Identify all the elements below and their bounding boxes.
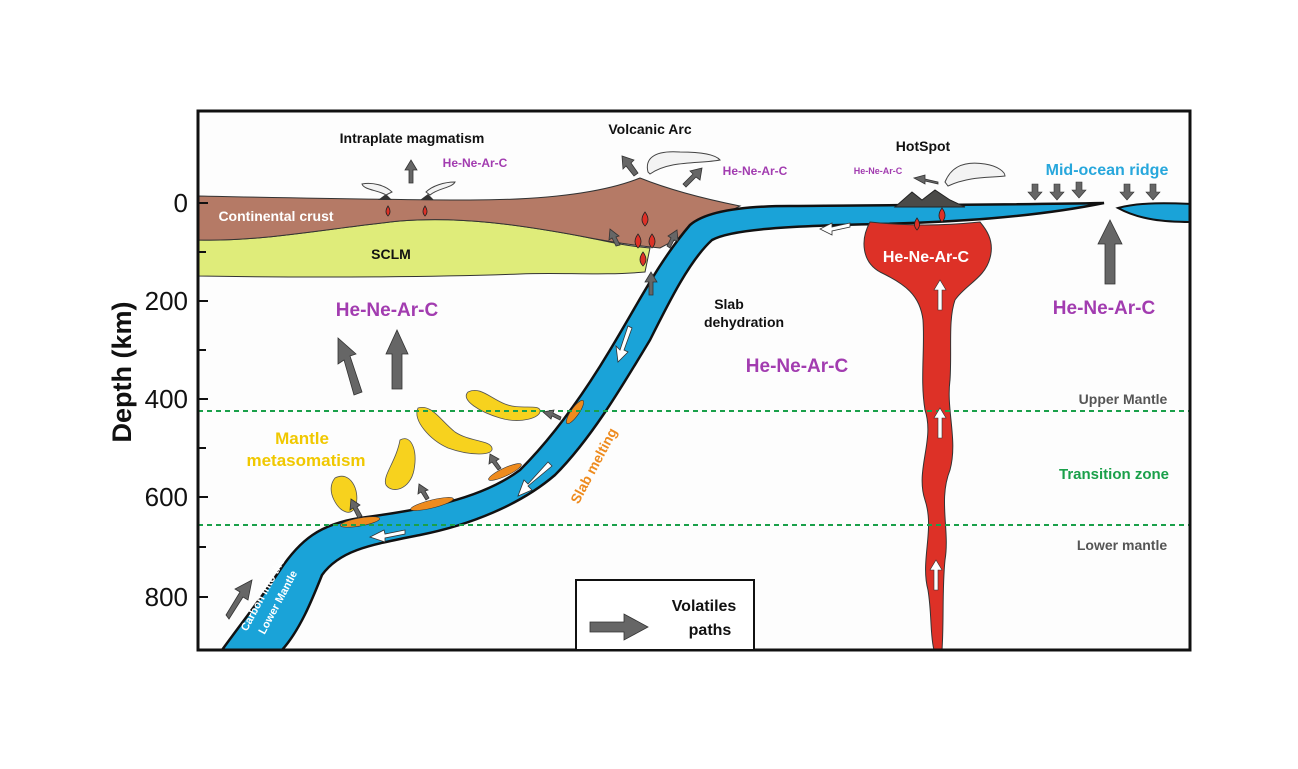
legend-box [575,579,755,651]
legend: Volatiles paths [575,579,755,651]
volatile-tag-hotspot: He-Ne-Ar-C [854,166,903,176]
hotspot-plume [863,221,992,650]
volcanic-gas-plumes [361,151,1006,196]
volatile-tag-plume-head: He-Ne-Ar-C [883,249,970,266]
legend-label-line2: paths [689,622,732,639]
depth-tick-800: 800 [145,582,188,612]
volatile-tag-intraplate: He-Ne-Ar-C [443,156,508,170]
melt-droplets [385,205,946,267]
ridge-right-plate [1115,202,1190,223]
intraplate-volcano [378,194,434,200]
mantle-metasomatism-label-2: metasomatism [246,451,365,470]
continental-crust [198,177,742,249]
hotspot-label: HotSpot [896,138,951,154]
volatile-path-arrows [225,155,1123,620]
plume-flow-arrows [929,279,947,591]
continental-crust-label: Continental crust [218,208,333,224]
transition-zone-label: Transition zone [1059,466,1169,483]
slab-dehydration-label-1: Slab [714,296,744,312]
volatile-tag-mantle-center: He-Ne-Ar-C [746,356,849,377]
legend-label-line1: Volatiles [672,598,737,615]
slab-dehydration-label-2: dehydration [704,314,784,330]
sclm-label: SCLM [371,246,411,262]
depth-tick-0: 0 [174,188,188,218]
hotspot-volcano [893,189,966,208]
upper-mantle-label: Upper Mantle [1079,391,1168,407]
slab-flow-arrows [368,222,851,543]
slab-melting-patches [339,400,584,528]
mantle-metasomatism-label-1: Mantle [275,429,329,448]
volatile-tag-ridge: He-Ne-Ar-C [1053,298,1156,319]
depth-tick-400: 400 [145,384,188,414]
lower-mantle-label: Lower mantle [1077,537,1167,553]
legend-arrow-icon [589,613,649,641]
depth-axis-label: Depth (km) [107,302,137,443]
metasomatism-bodies [330,390,541,513]
volatile-tag-arc: He-Ne-Ar-C [723,164,788,178]
intraplate-label: Intraplate magmatism [340,130,485,146]
volatile-tag-mantle-left: He-Ne-Ar-C [336,300,439,321]
ridge-downflow-arrows [1027,181,1161,201]
depth-tick-600: 600 [145,482,188,512]
depth-tick-200: 200 [145,286,188,316]
volcanic-arc-label: Volcanic Arc [608,121,691,137]
depth-axis-ticks [198,202,208,598]
mid-ocean-ridge-label: Mid-ocean ridge [1046,162,1169,179]
